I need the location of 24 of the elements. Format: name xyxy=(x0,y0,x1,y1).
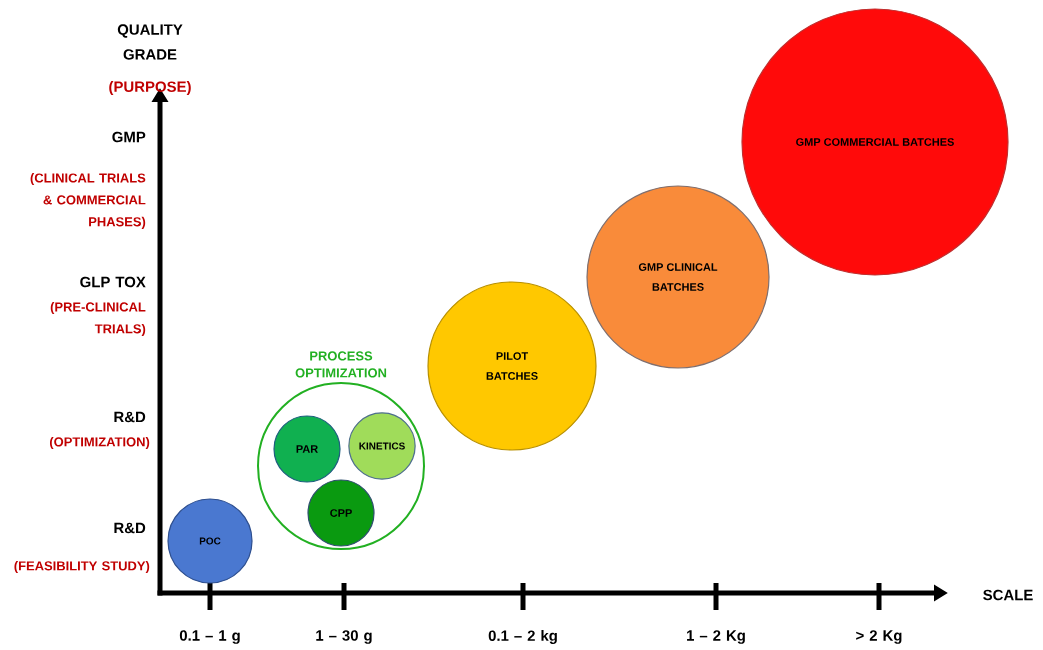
tick-label: 1 – 2 Kg xyxy=(687,630,745,644)
tick-label: 0.1 – 1 g xyxy=(179,630,240,644)
node-label: PROCESS OPTIMIZATION xyxy=(295,351,387,378)
circle-bubble: POC xyxy=(167,498,253,584)
circle-bubble: PILOT BATCHES xyxy=(427,281,597,451)
tick-label: 1 – 30 g xyxy=(316,630,372,644)
tick-label: > 2 Kg xyxy=(856,630,902,644)
circle-bubble: GMP CLINICAL BATCHES xyxy=(586,185,770,369)
axis-category-label: R&D xyxy=(114,522,146,534)
circle-bubble: CPP xyxy=(307,479,375,547)
circle-bubble: GMP COMMERCIAL BATCHES xyxy=(741,8,1009,276)
axis-category-label: GMP xyxy=(112,131,146,143)
axis-title: SCALE xyxy=(983,589,1033,601)
axis-category-label: GLP TOX xyxy=(80,276,146,288)
axis-category-label: R&D xyxy=(114,411,146,423)
axis-category-label: (OPTIMIZATION) xyxy=(49,436,150,450)
circle-bubble: KINETICS xyxy=(348,412,416,480)
axis-title: QUALITY GRADE xyxy=(117,24,183,60)
axis-category-label: (PRE-CLINICAL TRIALS) xyxy=(50,302,146,336)
axis-category-label: (FEASIBILITY STUDY) xyxy=(14,560,150,574)
axis-title: (PURPOSE) xyxy=(109,81,191,95)
axis-category-label: (CLINICAL TRIALS & COMMERCIAL PHASES) xyxy=(30,173,146,229)
tick-label: 0.1 – 2 kg xyxy=(488,630,557,644)
circle-bubble: PAR xyxy=(273,415,341,483)
